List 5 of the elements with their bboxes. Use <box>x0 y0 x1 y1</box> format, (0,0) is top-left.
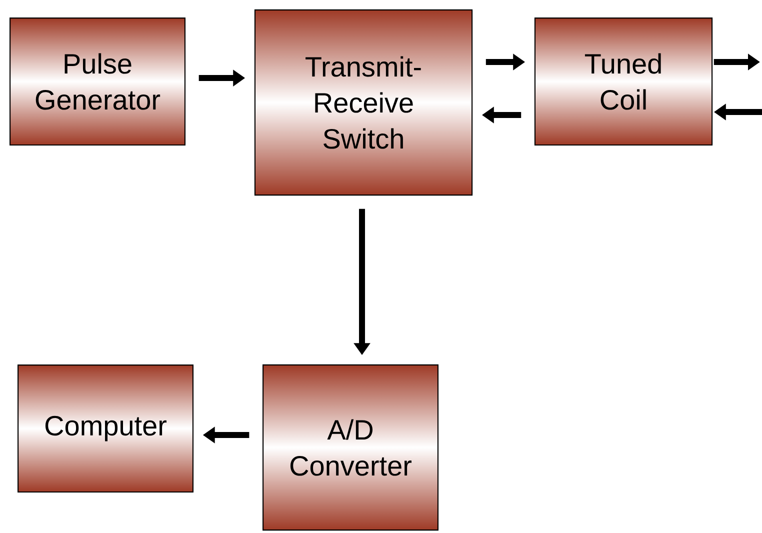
process-box: Pulse Generator <box>10 18 186 146</box>
process-box: A/D Converter <box>262 364 439 531</box>
process-box: Tuned Coil <box>534 18 713 146</box>
process-box: Computer <box>18 364 194 492</box>
process-box: Transmit-Receive Switch <box>254 9 473 196</box>
